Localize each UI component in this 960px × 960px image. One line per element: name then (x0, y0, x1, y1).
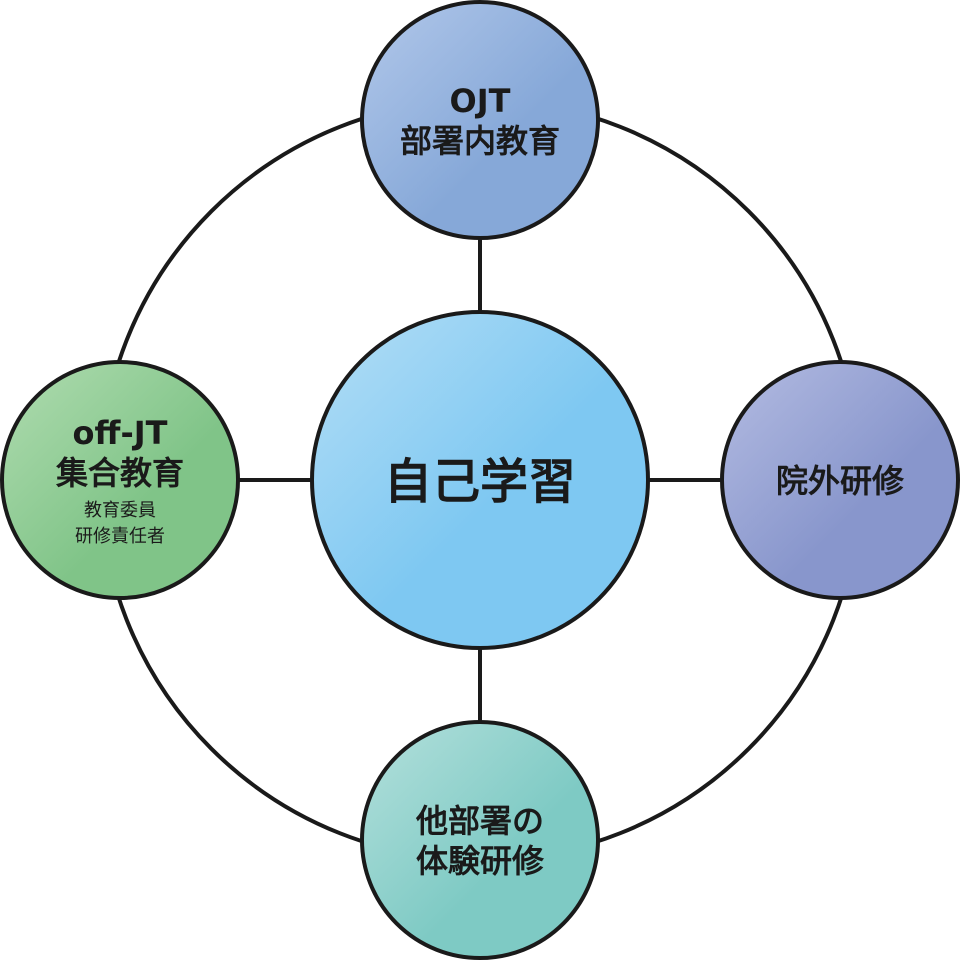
top-node-line2: 部署内教育 (400, 122, 560, 160)
right-node: 院外研修 (720, 360, 960, 600)
right-node-line1: 院外研修 (776, 462, 905, 500)
top-node-line1: OJT (450, 82, 511, 120)
top-node: OJT 部署内教育 (360, 0, 600, 240)
left-node-line2: 集合教育 (55, 454, 184, 492)
bottom-node-line1: 他部署の (415, 802, 544, 840)
left-node-line1: off-JT (73, 414, 168, 452)
left-node-sub2: 研修責任者 (75, 526, 165, 547)
left-node: off-JT 集合教育 教育委員 研修責任者 (0, 360, 240, 600)
center-node: 自己学習 (310, 310, 650, 650)
bottom-node: 他部署の 体験研修 (360, 720, 600, 960)
left-node-sub1: 教育委員 (84, 500, 156, 521)
center-label: 自己学習 (384, 454, 576, 510)
bottom-node-line2: 体験研修 (416, 842, 545, 880)
